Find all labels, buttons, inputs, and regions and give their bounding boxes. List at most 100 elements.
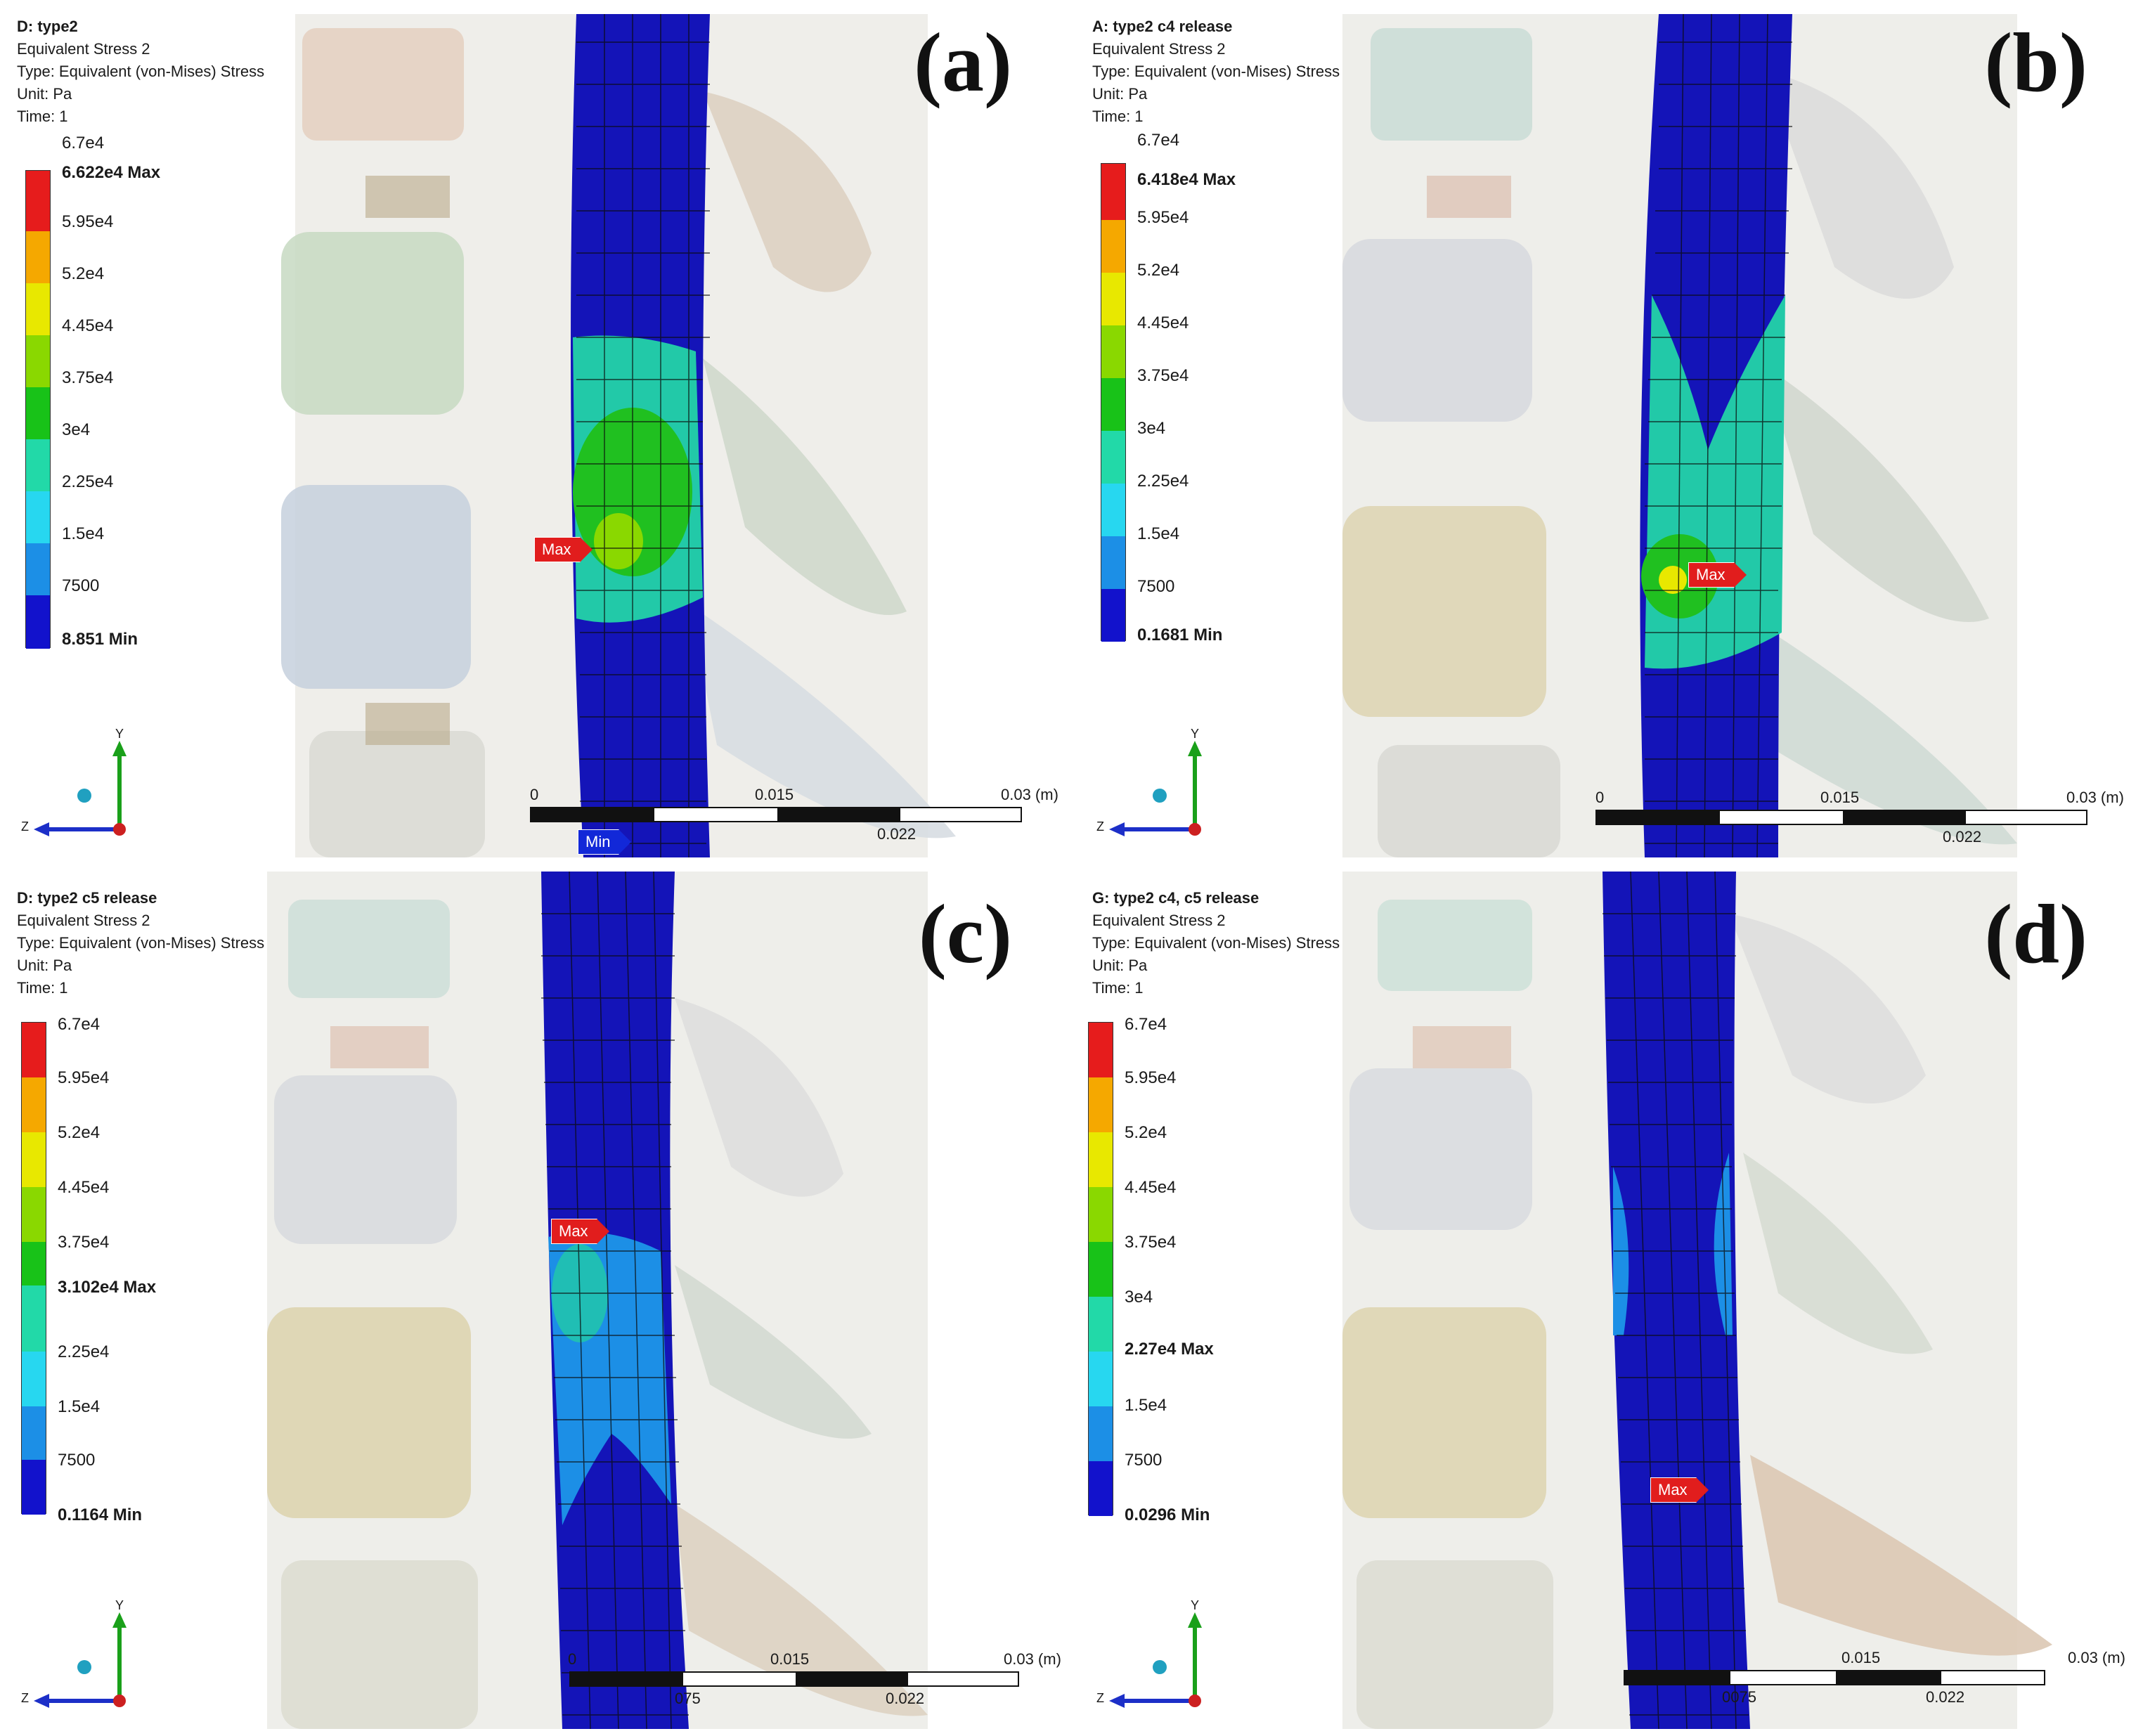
scale-end: 0.03 (m) xyxy=(1004,1650,1061,1668)
legend-label: 4.45e4 xyxy=(1125,1178,1177,1197)
legend-label: 1.5e4 xyxy=(1137,524,1180,543)
scale-sub: 0.022 xyxy=(886,1690,925,1707)
legend-label: 7500 xyxy=(62,576,100,595)
legend-label: 1.5e4 xyxy=(1125,1396,1167,1415)
min-tag: Min xyxy=(578,829,620,855)
scale-bar-graphic xyxy=(1595,810,2087,825)
panel-a: D: type2 Equivalent Stress 2 Type: Equiv… xyxy=(0,0,1058,857)
scale-zero: 0 xyxy=(568,1650,577,1668)
scale-bar: 0 0.015 0.03 (m) 0.022 xyxy=(1595,789,2130,846)
scale-sub: 0.022 xyxy=(1943,828,1982,846)
legend-label: 6.7e4 xyxy=(62,134,105,153)
result-info: D: type2 c5 release Equivalent Stress 2 … xyxy=(17,887,264,999)
analysis-title: D: type2 xyxy=(17,18,78,35)
legend-label: 4.45e4 xyxy=(58,1178,110,1197)
scale-bar-graphic xyxy=(569,1671,1019,1687)
legend-label: 1.5e4 xyxy=(62,524,105,543)
z-axis-label: Z xyxy=(21,820,29,834)
result-time: Time: 1 xyxy=(1092,979,1144,997)
result-unit: Unit: Pa xyxy=(17,85,72,103)
z-axis-label: Z xyxy=(1096,1691,1104,1705)
scale-mid: 0.015 xyxy=(1820,789,1860,806)
max-tag: Max xyxy=(1650,1477,1697,1503)
y-axis-label: Y xyxy=(115,1598,124,1612)
scale-bar-graphic xyxy=(1624,1670,2045,1685)
legend-max-label: 2.27e4 Max xyxy=(1125,1340,1214,1359)
legend-max-label: 6.622e4 Max xyxy=(62,163,161,182)
legend-label: 1.5e4 xyxy=(58,1397,101,1416)
legend-label: 7500 xyxy=(1125,1451,1163,1470)
result-info: A: type2 c4 release Equivalent Stress 2 … xyxy=(1092,15,1340,128)
legend-label: 3.75e4 xyxy=(1137,366,1189,385)
legend-label: 6.7e4 xyxy=(1137,131,1180,150)
result-time: Time: 1 xyxy=(17,108,68,125)
legend-label: 5.95e4 xyxy=(1125,1068,1177,1087)
panel-letter: (a) xyxy=(914,15,1012,109)
result-time: Time: 1 xyxy=(17,979,68,997)
result-name: Equivalent Stress 2 xyxy=(17,40,150,58)
legend-label: 2.25e4 xyxy=(1137,472,1189,491)
result-name: Equivalent Stress 2 xyxy=(17,912,150,929)
legend-label: 5.95e4 xyxy=(62,212,114,231)
spine-scene xyxy=(267,871,928,1730)
panel-b: A: type2 c4 release Equivalent Stress 2 … xyxy=(1075,0,2130,858)
panel-letter: (b) xyxy=(1984,15,2087,109)
scale-sub-left: 0075 xyxy=(1722,1688,1756,1706)
analysis-title: A: type2 c4 release xyxy=(1092,18,1233,35)
scale-end: 0.03 (m) xyxy=(2066,789,2124,806)
legend-min-label: 0.0296 Min xyxy=(1125,1505,1210,1524)
panel-letter: (d) xyxy=(1984,887,2087,980)
contour-legend: 6.7e4 5.95e4 5.2e4 4.45e4 3.75e4 3.102e4… xyxy=(21,1015,246,1556)
max-tag: Max xyxy=(1688,562,1735,588)
panel-d: G: type2 c4, c5 release Equivalent Stres… xyxy=(1075,871,2130,1730)
spine-scene xyxy=(1342,13,2017,858)
legend-label: 3.75e4 xyxy=(58,1233,110,1252)
scale-mid: 0.015 xyxy=(770,1650,810,1668)
result-name: Equivalent Stress 2 xyxy=(1092,912,1226,929)
result-unit: Unit: Pa xyxy=(1092,85,1148,103)
result-type: Type: Equivalent (von-Mises) Stress xyxy=(17,63,265,80)
axis-triad: Y Z xyxy=(21,1598,134,1715)
legend-label: 4.45e4 xyxy=(62,316,114,335)
legend-colorbar xyxy=(21,1022,46,1515)
legend-min-label: 0.1164 Min xyxy=(58,1505,143,1524)
scale-end: 0.03 (m) xyxy=(2068,1649,2125,1666)
scale-bar: 0.015 0.03 (m) 0075 0.022 xyxy=(1595,1649,2130,1706)
legend-max-label: 6.418e4 Max xyxy=(1137,170,1236,189)
legend-colorbar xyxy=(25,170,51,649)
scale-sub: 0.022 xyxy=(877,825,917,843)
legend-min-label: 8.851 Min xyxy=(62,630,138,649)
legend-label: 4.45e4 xyxy=(1137,313,1189,332)
legend-label: 5.95e4 xyxy=(58,1068,110,1087)
max-tag: Max xyxy=(551,1219,597,1244)
z-axis-label: Z xyxy=(1096,820,1104,834)
legend-label: 3e4 xyxy=(62,420,91,439)
legend-label: 2.25e4 xyxy=(58,1342,110,1361)
legend-label: 3e4 xyxy=(1125,1288,1153,1307)
scale-mid: 0.015 xyxy=(755,786,794,803)
legend-label: 2.25e4 xyxy=(62,472,114,491)
result-name: Equivalent Stress 2 xyxy=(1092,40,1226,58)
panel-c: D: type2 c5 release Equivalent Stress 2 … xyxy=(0,871,1061,1730)
scale-zero: 0 xyxy=(1595,789,1605,806)
max-tag: Max xyxy=(534,537,581,562)
spine-scene xyxy=(281,14,956,857)
axis-triad: Y Z xyxy=(21,727,134,843)
contour-legend: 6.7e4 5.95e4 5.2e4 4.45e4 3.75e4 3e4 2.2… xyxy=(1088,1015,1313,1556)
scale-bar: 0 0.015 0.03 (m) 0.022 xyxy=(530,786,1064,843)
legend-max-label: 3.102e4 Max xyxy=(58,1278,157,1297)
result-unit: Unit: Pa xyxy=(1092,957,1148,974)
legend-colorbar xyxy=(1101,163,1126,642)
scale-mid: 0.015 xyxy=(1841,1649,1881,1666)
contour-legend: 6.7e4 6.418e4 Max 5.95e4 5.2e4 4.45e4 3.… xyxy=(1101,131,1326,669)
legend-label: 5.95e4 xyxy=(1137,208,1189,227)
legend-label: 5.2e4 xyxy=(1137,261,1180,280)
y-axis-label: Y xyxy=(1191,1598,1200,1612)
scale-end: 0.03 (m) xyxy=(1001,786,1058,803)
y-axis-label: Y xyxy=(1191,727,1200,741)
legend-label: 3.75e4 xyxy=(1125,1233,1177,1252)
scale-sub-left: 075 xyxy=(675,1690,701,1707)
y-axis-label: Y xyxy=(115,727,124,741)
z-axis-label: Z xyxy=(21,1691,29,1705)
result-type: Type: Equivalent (von-Mises) Stress xyxy=(1092,63,1340,80)
